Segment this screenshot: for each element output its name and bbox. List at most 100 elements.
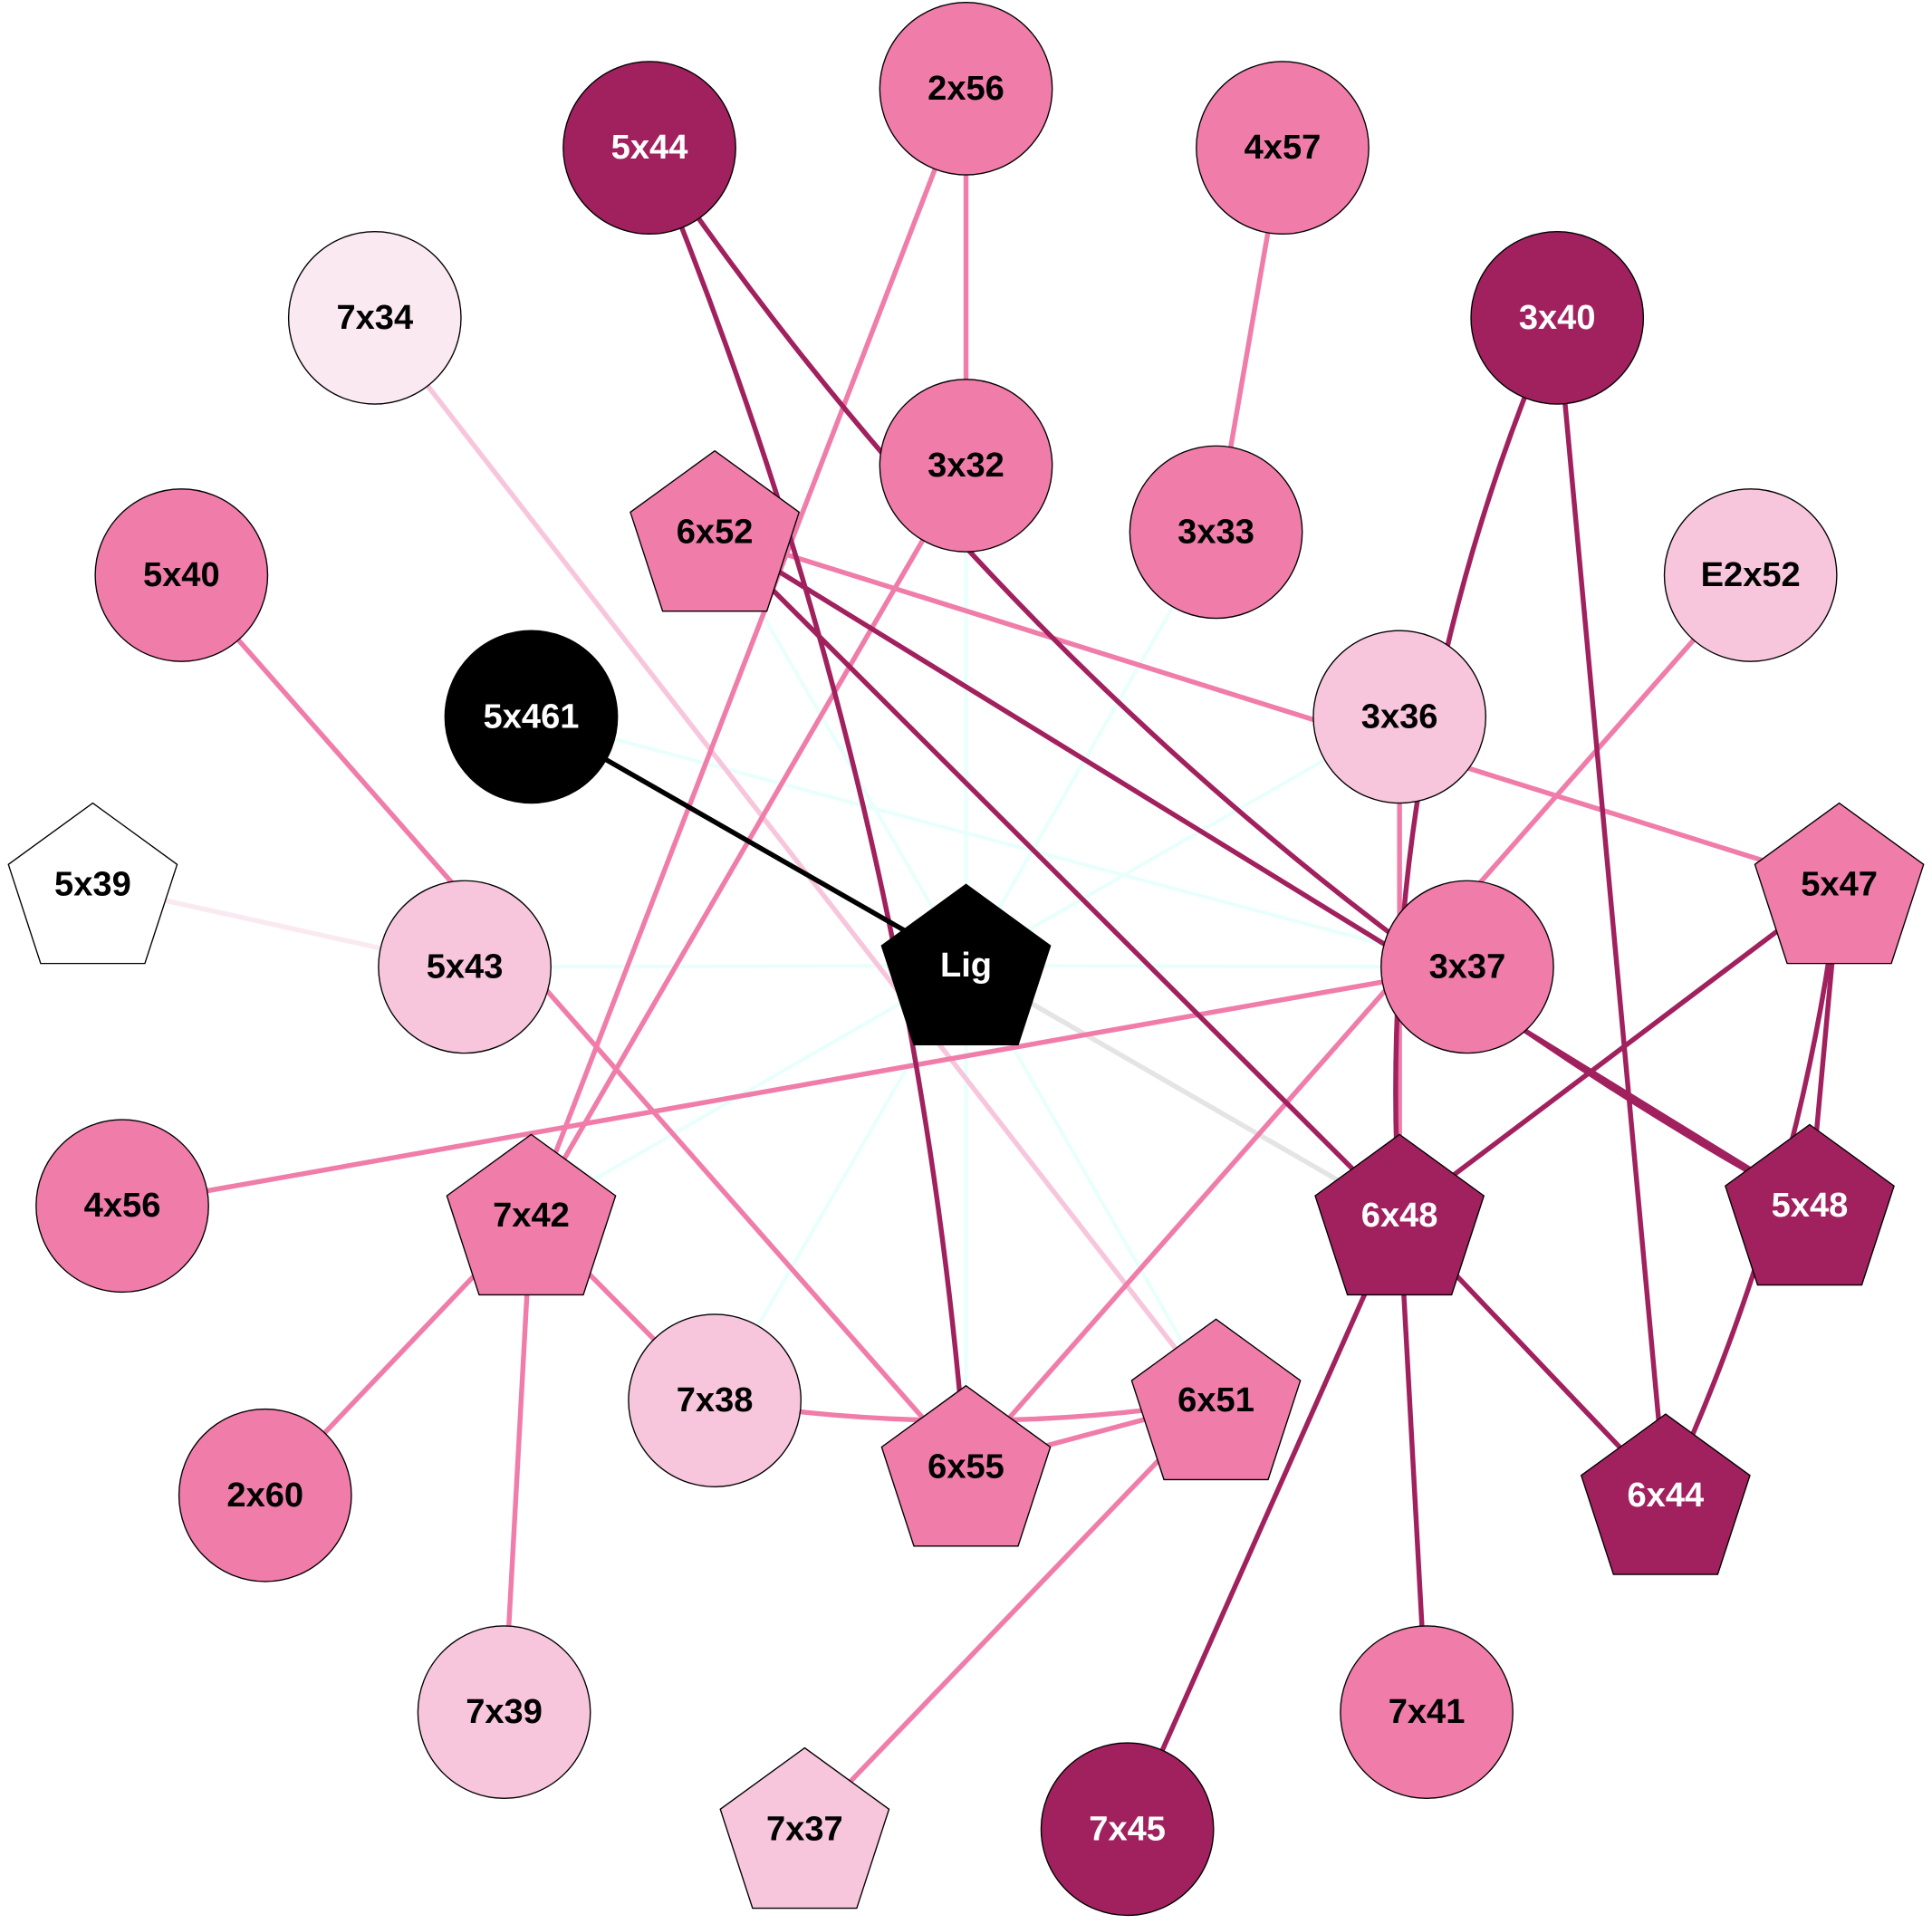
- nodes-layer: 2x56 5x44 4x57 7x34 3x40 3x32 6x52 3x33 5x40 E2x5…: [7, 2, 1925, 1917]
- node-circle: [879, 2, 1053, 176]
- node-label: 4x56: [84, 1187, 161, 1225]
- node-E2x52[interactable]: E2x52: [1663, 488, 1838, 662]
- node-label: 7x38: [677, 1381, 754, 1419]
- node-label: 6x55: [928, 1448, 1004, 1486]
- node-pentagon: [446, 1133, 617, 1296]
- node-5x44[interactable]: 5x44: [562, 61, 736, 236]
- node-pentagon: [880, 883, 1052, 1046]
- node-circle: [1196, 61, 1370, 236]
- node-7x38[interactable]: 7x38: [628, 1313, 802, 1487]
- node-7x37[interactable]: 7x37: [719, 1746, 890, 1910]
- node-label: 6x44: [1628, 1477, 1705, 1515]
- node-label: 5x461: [484, 697, 580, 736]
- node-pentagon: [719, 1746, 890, 1910]
- node-3x37[interactable]: 3x37: [1380, 880, 1554, 1054]
- node-pentagon: [880, 1384, 1052, 1547]
- node-pentagon: [7, 802, 178, 965]
- node-pentagon: [1725, 1123, 1895, 1286]
- node-label: 5x40: [143, 556, 220, 594]
- node-4x57[interactable]: 4x57: [1196, 61, 1370, 236]
- node-label: 5x47: [1801, 865, 1878, 903]
- node-circle: [444, 630, 619, 804]
- node-5x48[interactable]: 5x48: [1725, 1123, 1895, 1286]
- node-circle: [417, 1625, 591, 1799]
- node-circle: [1380, 880, 1554, 1054]
- node-label: 7x37: [766, 1810, 843, 1848]
- node-3x32[interactable]: 3x32: [879, 379, 1053, 553]
- node-3x36[interactable]: 3x36: [1312, 630, 1487, 804]
- node-6x44[interactable]: 6x44: [1580, 1413, 1751, 1575]
- node-label: 6x48: [1361, 1197, 1438, 1235]
- node-label: 5x48: [1772, 1187, 1849, 1225]
- node-label: 3x36: [1361, 697, 1438, 736]
- edge-6x52-5x48: [713, 530, 1812, 1208]
- node-2x56[interactable]: 2x56: [879, 2, 1053, 176]
- edge-6x48-7x45: [1125, 1215, 1402, 1831]
- edge-6x52-5x47: [714, 529, 1841, 887]
- node-label: 7x34: [336, 299, 413, 337]
- node-circle: [178, 1408, 352, 1582]
- edge-3x37-4x56: [121, 964, 1468, 1208]
- node-label: 7x45: [1089, 1810, 1166, 1848]
- node-7x42[interactable]: 7x42: [446, 1133, 617, 1296]
- node-circle: [562, 61, 736, 236]
- node-circle: [94, 488, 269, 662]
- node-6x51[interactable]: 6x51: [1130, 1318, 1302, 1481]
- node-circle: [1663, 488, 1838, 662]
- edge-5x40-6x55: [179, 573, 968, 1469]
- node-5x461[interactable]: 5x461: [444, 630, 619, 804]
- node-label: 7x41: [1389, 1693, 1466, 1731]
- node-circle: [1040, 1742, 1215, 1917]
- node-2x60[interactable]: 2x60: [178, 1408, 352, 1582]
- node-label: E2x52: [1701, 556, 1801, 594]
- node-circle: [378, 880, 552, 1054]
- edge-6x52-6x48: [713, 530, 1402, 1218]
- node-circle: [1340, 1625, 1514, 1799]
- node-5x47[interactable]: 5x47: [1754, 802, 1925, 965]
- node-5x43[interactable]: 5x43: [378, 880, 552, 1054]
- node-3x40[interactable]: 3x40: [1470, 230, 1645, 405]
- edge-5x461-3x37: [530, 715, 1468, 969]
- node-label: 3x37: [1429, 948, 1506, 986]
- node-label: 3x40: [1519, 299, 1596, 337]
- node-7x41[interactable]: 7x41: [1340, 1625, 1514, 1799]
- node-pentagon: [1754, 802, 1925, 965]
- node-label: 5x39: [54, 865, 131, 903]
- node-Lig[interactable]: Lig: [880, 883, 1052, 1046]
- node-circle: [287, 230, 462, 405]
- node-label: 6x52: [677, 513, 754, 551]
- node-6x55[interactable]: 6x55: [880, 1384, 1052, 1547]
- node-4x56[interactable]: 4x56: [35, 1119, 209, 1294]
- node-3x33[interactable]: 3x33: [1129, 445, 1303, 620]
- node-label: 2x60: [226, 1477, 303, 1515]
- node-circle: [879, 379, 1053, 553]
- node-5x39[interactable]: 5x39: [7, 802, 178, 965]
- node-7x45[interactable]: 7x45: [1040, 1742, 1215, 1917]
- node-label: 3x32: [928, 447, 1004, 485]
- node-pentagon: [1314, 1133, 1485, 1296]
- edge-5x44-5x48: [647, 146, 1812, 1208]
- node-label: 2x56: [928, 70, 1004, 108]
- node-label: 7x39: [466, 1693, 543, 1731]
- node-pentagon: [1130, 1318, 1302, 1481]
- node-label: 3x33: [1177, 513, 1254, 551]
- node-6x52[interactable]: 6x52: [630, 449, 801, 612]
- node-5x40[interactable]: 5x40: [94, 488, 269, 662]
- edge-5x44-6x55: [647, 147, 969, 1467]
- node-label: Lig: [940, 947, 992, 985]
- node-label: 5x44: [611, 129, 688, 167]
- node-circle: [1312, 630, 1487, 804]
- node-label: 7x42: [493, 1197, 570, 1235]
- edge-3x40-6x44: [1554, 317, 1668, 1496]
- edge-E2x52-6x55: [964, 573, 1753, 1469]
- node-pentagon: [1580, 1413, 1751, 1575]
- node-7x39[interactable]: 7x39: [417, 1625, 591, 1799]
- node-label: 6x51: [1177, 1381, 1254, 1419]
- edge-7x34-6x51: [372, 316, 1218, 1402]
- node-circle: [628, 1313, 802, 1487]
- node-pentagon: [630, 449, 801, 612]
- node-7x34[interactable]: 7x34: [287, 230, 462, 405]
- node-circle: [1470, 230, 1645, 405]
- node-6x48[interactable]: 6x48: [1314, 1133, 1485, 1296]
